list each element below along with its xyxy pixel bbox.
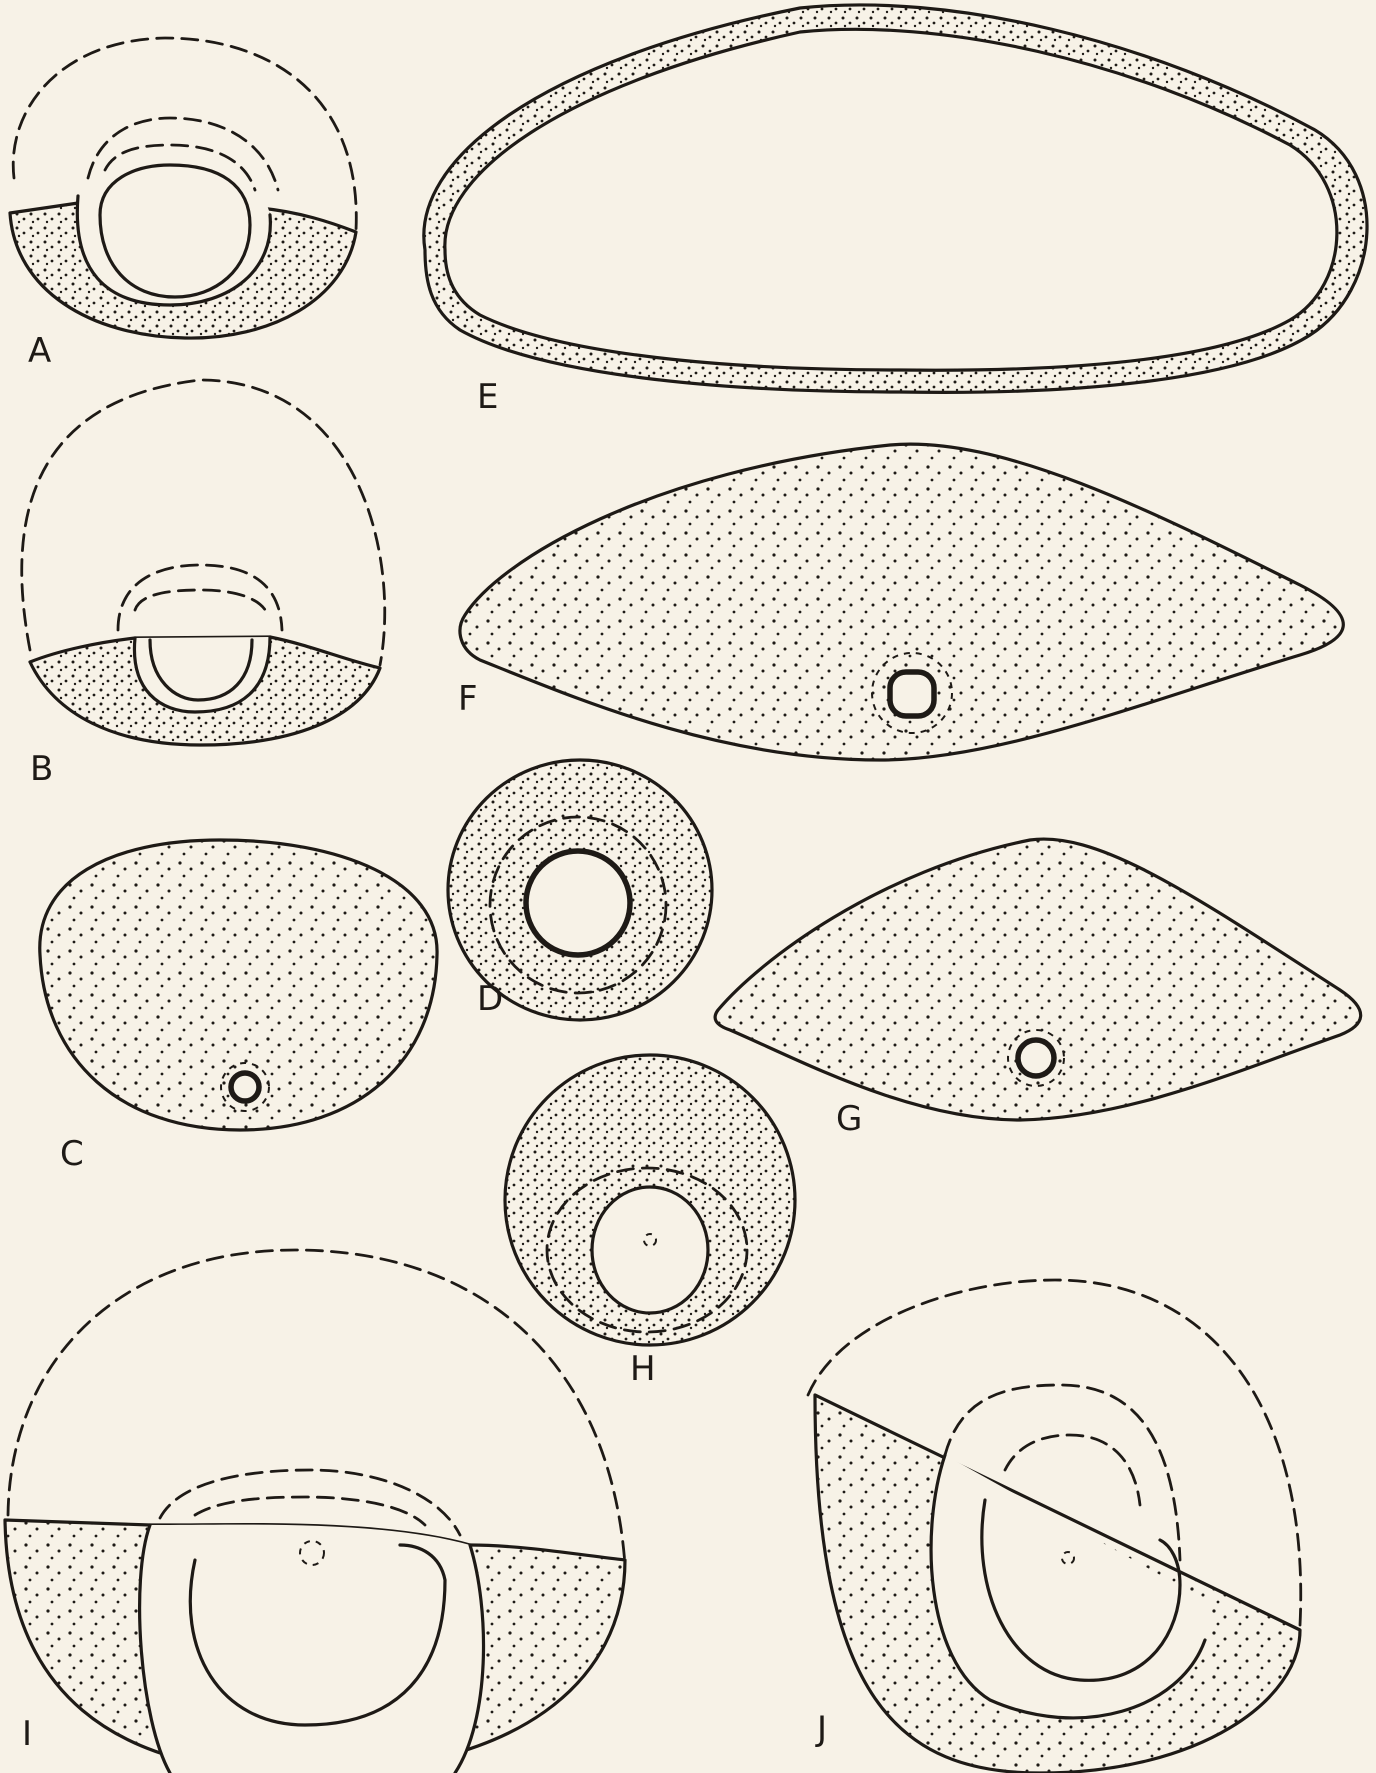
figure-f-label: F	[458, 679, 478, 719]
figure-i: I	[5, 1250, 625, 1773]
figure-f: F	[458, 444, 1343, 760]
figure-e: E	[424, 5, 1367, 417]
figure-b-outer-dashed	[22, 380, 385, 665]
figure-h: H	[505, 1055, 795, 1389]
figure-i-outer-dashed	[8, 1250, 625, 1565]
figure-c: C	[40, 840, 437, 1174]
figure-g-label: G	[836, 1099, 862, 1139]
figure-b-inner-dashed	[118, 565, 282, 630]
figure-b-label: B	[30, 749, 53, 789]
figure-i-label: I	[22, 1714, 32, 1754]
figure-d-label: D	[477, 979, 503, 1019]
figure-j-label: J	[815, 1709, 827, 1749]
figure-h-label: H	[630, 1349, 656, 1389]
figure-e-label: E	[477, 377, 498, 417]
figure-a: A	[10, 38, 356, 371]
figure-b: B	[22, 380, 385, 789]
figure-g: G	[715, 839, 1361, 1139]
figure-j: J	[808, 1280, 1301, 1773]
figure-a-label: A	[28, 331, 51, 371]
figure-i-embryo-ring	[140, 1525, 484, 1773]
figure-c-label: C	[60, 1134, 84, 1174]
figure-d: D	[448, 760, 712, 1020]
